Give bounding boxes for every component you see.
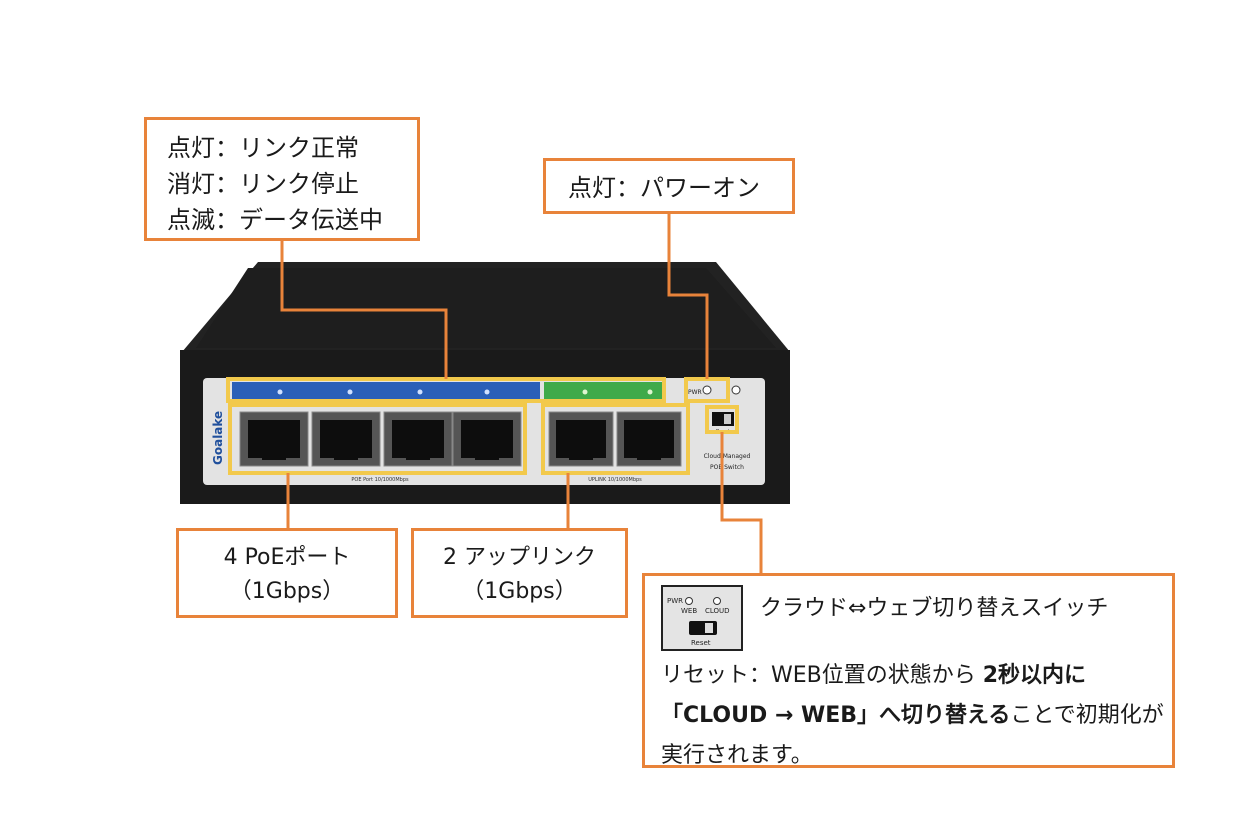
- uplink-line2: （1Gbps）: [462, 579, 577, 604]
- power-led: [702, 385, 712, 395]
- pwr-label: PWR: [688, 389, 702, 396]
- led-status-callout: 点灯：リンク正常 消灯：リンク停止 点滅：データ伝送中: [144, 117, 420, 241]
- switch-closeup-image: PWR WEB CLOUD Reset: [661, 585, 743, 651]
- desc-part-a: リセット：WEB位置の状態から: [661, 663, 983, 688]
- device-name-line2: POE Switch: [710, 464, 744, 471]
- connector-lines: [280, 214, 763, 573]
- thumb-reset-label: Reset: [691, 639, 711, 647]
- poe-port-caption: POE Port 10/1000Mbps: [351, 477, 409, 483]
- thumb-cloud-led: [713, 597, 721, 605]
- led-status-line-on: 点灯：リンク正常: [167, 134, 359, 162]
- led-port-2: [347, 389, 353, 395]
- chassis-top-inner: [196, 268, 776, 348]
- led-port-3: [417, 389, 423, 395]
- brand-logo: Goalake: [211, 411, 225, 465]
- desc-part-b: 2秒以内に: [982, 663, 1087, 688]
- mode-switch-callout: PWR WEB CLOUD Reset クラウド⇔ウェブ切り替えスイッチ リセッ…: [642, 573, 1175, 768]
- led-port-1: [277, 389, 283, 395]
- thumb-slide-switch: [689, 621, 717, 635]
- uplink-line1: 2 アップリンク: [443, 545, 596, 570]
- desc-part-c: 「CLOUD → WEB」へ切り替える: [661, 703, 1011, 728]
- uplink-port-caption: UPLINK 10/1000Mbps: [588, 477, 642, 483]
- poe-ports: [239, 411, 522, 467]
- thumb-cloud-label: CLOUD: [705, 607, 730, 615]
- poe-ports-line1: 4 PoEポート: [223, 545, 351, 570]
- thumb-pwr-label: PWR: [667, 597, 684, 605]
- device-name-line1: Cloud Managed: [704, 453, 751, 460]
- desc-part-d: ことで初期化が実行されます。: [661, 703, 1164, 768]
- led-status-line-off: 消灯：リンク停止: [167, 170, 359, 198]
- switch-callout-description: リセット：WEB位置の状態から 2秒以内に「CLOUD → WEB」へ切り替える…: [661, 656, 1166, 776]
- poe-ports-line2: （1Gbps）: [229, 579, 345, 604]
- uplink-ports-highlight: [541, 403, 690, 475]
- led-port-4: [484, 389, 490, 395]
- uplink-led-band: [544, 382, 664, 399]
- thumb-web-label: WEB: [681, 607, 698, 615]
- cloud-led: [731, 385, 741, 395]
- poe-ports-highlight: [228, 403, 527, 475]
- power-led-text: 点灯：パワーオン: [568, 174, 760, 202]
- led-status-line-blink: 点滅：データ伝送中: [167, 206, 383, 234]
- led-uplink-2: [647, 389, 653, 395]
- power-led-callout: 点灯：パワーオン: [543, 158, 795, 214]
- uplink-ports: [548, 411, 682, 467]
- poe-ports-callout: 4 PoEポート （1Gbps）: [176, 528, 398, 618]
- uplink-callout: 2 アップリンク （1Gbps）: [411, 528, 628, 618]
- switch-callout-title: クラウド⇔ウェブ切り替えスイッチ: [760, 596, 1109, 621]
- mode-switch-knob: [724, 414, 731, 424]
- led-uplink-1: [582, 389, 588, 395]
- thumb-pwr-led: [685, 597, 693, 605]
- poe-led-band: [232, 382, 540, 399]
